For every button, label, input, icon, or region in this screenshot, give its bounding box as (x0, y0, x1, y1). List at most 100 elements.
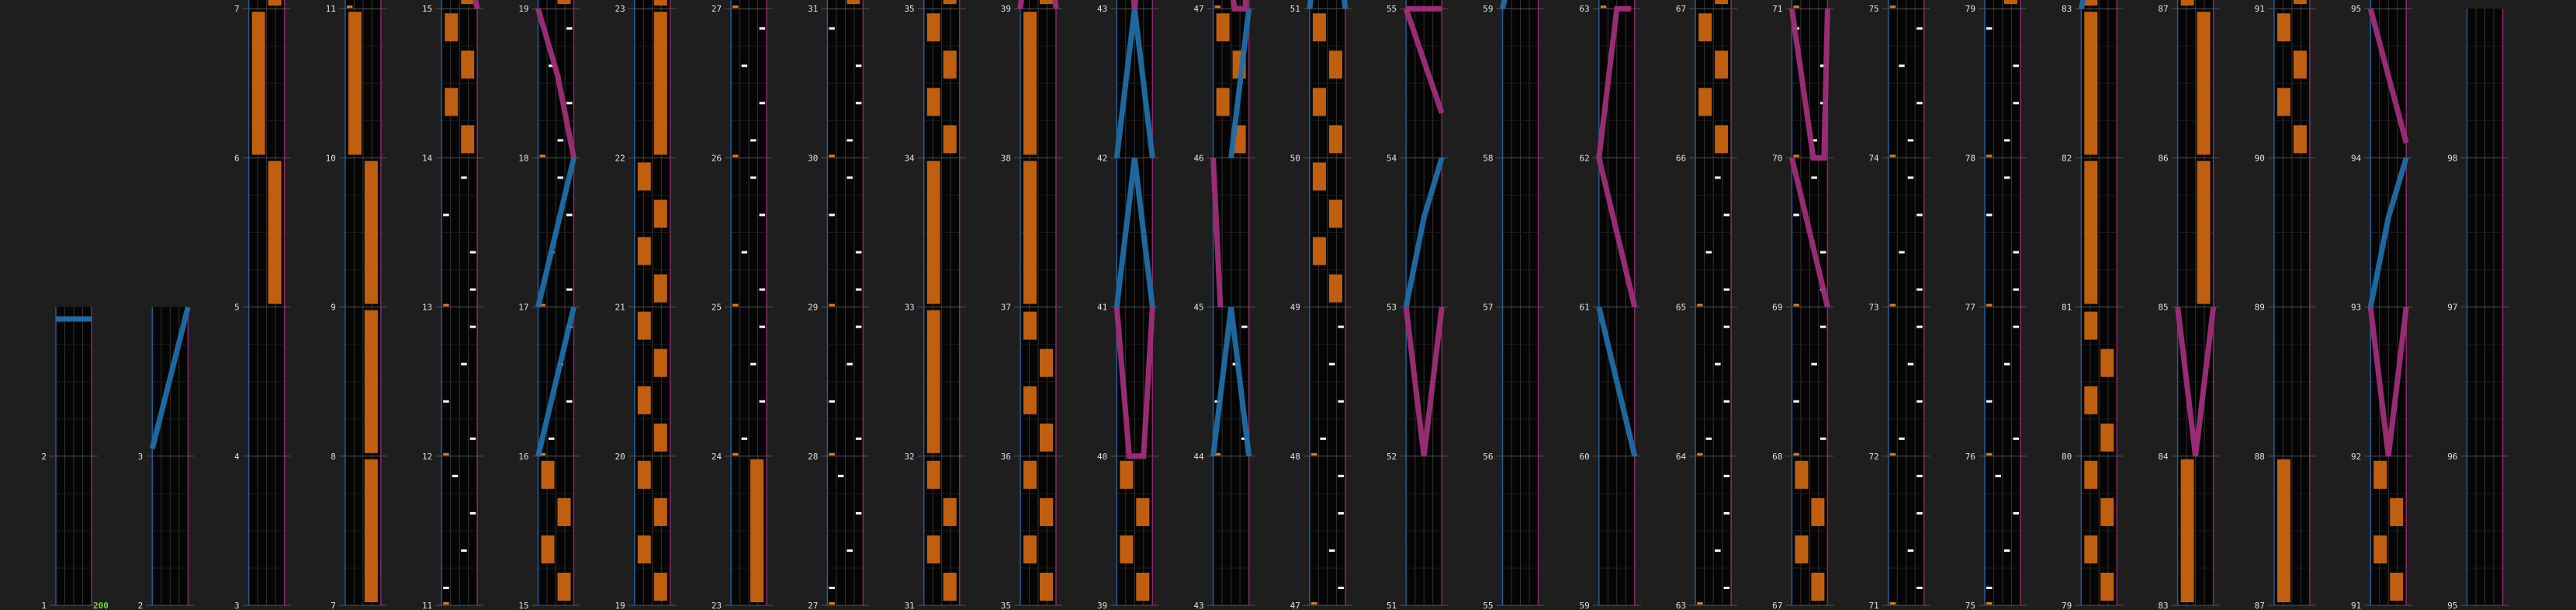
bt-chip-note (847, 362, 853, 366)
fx-hold-note (2277, 13, 2290, 42)
measure-39: 39 (1097, 456, 1159, 610)
fx-hold-note (2197, 161, 2211, 304)
measure-number: 39 (1097, 601, 1107, 610)
fx-chip-note (443, 303, 449, 307)
measure-1: 1 (41, 456, 98, 610)
bt-chip-note (566, 288, 573, 291)
bt-chip-note (469, 251, 476, 254)
measure-number: 23 (615, 4, 625, 14)
measure-number: 51 (1387, 601, 1397, 610)
measure-number: 31 (808, 4, 818, 14)
bt-chip-note (1819, 251, 1826, 254)
bt-chip-note (837, 474, 844, 477)
bt-chip-note (1995, 474, 2001, 477)
measure-number: 81 (2062, 303, 2072, 313)
laser-right (2367, 307, 2409, 457)
laser-right (1130, 0, 1139, 9)
measure-7: 7 (331, 456, 387, 610)
measure-number: 49 (1290, 303, 1300, 313)
bt-chip-note (1723, 288, 1730, 291)
fx-hold-note (2180, 0, 2194, 6)
bt-chip-note (829, 27, 835, 30)
bt-chip-note (566, 400, 573, 403)
laser-left (535, 306, 576, 457)
measure-38: 38 (1001, 9, 1062, 163)
measure-number: 87 (2255, 601, 2265, 610)
bt-chip-note (1241, 325, 1248, 328)
measure-42: 42 (1097, 9, 1159, 163)
measure-number: 18 (518, 153, 528, 163)
measure-28: 28 (808, 307, 870, 462)
fx-hold-note (1040, 497, 1053, 526)
measure-72: 72 (1868, 307, 1930, 462)
fx-hold-note (557, 572, 571, 601)
measure-35: 35 (904, 0, 966, 14)
measure-46: 46 (1193, 9, 1255, 163)
measure-number: 53 (1387, 303, 1397, 313)
measure-number: 8 (331, 452, 336, 462)
measure-number: 16 (518, 452, 528, 462)
fx-hold-note (1312, 88, 1326, 116)
fx-chip-note (1793, 303, 1799, 307)
measure-88: 88 (2255, 307, 2316, 462)
fx-hold-note (2293, 50, 2307, 79)
measure-number: 71 (1868, 601, 1878, 610)
measure-number: 55 (1483, 601, 1493, 610)
bt-chip-note (2013, 437, 2019, 440)
fx-hold-note (1312, 13, 1326, 42)
fx-chip-note (539, 303, 545, 307)
measure-number: 46 (1193, 153, 1203, 163)
measure-number: 70 (1772, 153, 1782, 163)
bt-chip-note (1907, 362, 1914, 366)
bt-chip-note (741, 437, 748, 440)
laser-right (1210, 158, 1224, 307)
measure-24: 24 (712, 307, 774, 462)
bt-chip-note (1916, 586, 1923, 589)
measure-number: 2 (41, 452, 47, 462)
bt-chip-note (1328, 362, 1335, 366)
fx-hold-note (1040, 0, 1053, 5)
measure-number: 2 (138, 601, 144, 610)
measure-number: 35 (1001, 601, 1011, 610)
fx-hold-note (943, 497, 957, 526)
fx-hold-note (926, 13, 940, 42)
bt-chip-note (2013, 288, 2019, 291)
measure-5: 5 (234, 158, 291, 313)
bt-chip-note (1916, 511, 1923, 515)
measure-number: 42 (1097, 153, 1107, 163)
fx-hold-note (2084, 161, 2098, 304)
measure-93: 93 (2351, 158, 2413, 313)
measure-98: 98 (2447, 9, 2509, 163)
bt-chip-note (759, 213, 766, 217)
measure-52: 52 (1387, 307, 1449, 462)
bt-chip-note (469, 288, 476, 291)
fx-chip-note (1889, 5, 1896, 9)
laser-left (1403, 157, 1445, 308)
fx-chip-note (1697, 303, 1703, 307)
fx-hold-note (364, 459, 378, 602)
fx-hold-note (2373, 460, 2387, 489)
laser-left (1596, 306, 1638, 457)
measure-63: 63 (1676, 456, 1738, 610)
measure-97: 97 (2447, 158, 2509, 313)
measure-number: 9 (331, 303, 336, 313)
bt-chip-note (1819, 64, 1826, 68)
measure-6: 6 (234, 9, 291, 163)
bt-chip-note (1819, 437, 1826, 440)
fx-hold-note (1811, 572, 1825, 601)
measure-number: 84 (2158, 452, 2169, 462)
measure-number: 32 (904, 452, 914, 462)
measure-number: 3 (138, 452, 144, 462)
fx-hold-note (2004, 0, 2017, 5)
measure-number: 7 (331, 601, 336, 610)
measure-number: 43 (1097, 4, 1107, 14)
measure-56: 56 (1483, 307, 1545, 462)
measure-number: 47 (1290, 601, 1300, 610)
fx-hold-note (1040, 572, 1053, 601)
measure-19: 19 (518, 0, 580, 14)
measure-number: 37 (1001, 303, 1011, 313)
measure-number: 57 (1483, 303, 1493, 313)
measure-number: 7 (234, 4, 240, 14)
bt-chip-note (461, 176, 467, 179)
measure-53: 53 (1387, 158, 1449, 313)
